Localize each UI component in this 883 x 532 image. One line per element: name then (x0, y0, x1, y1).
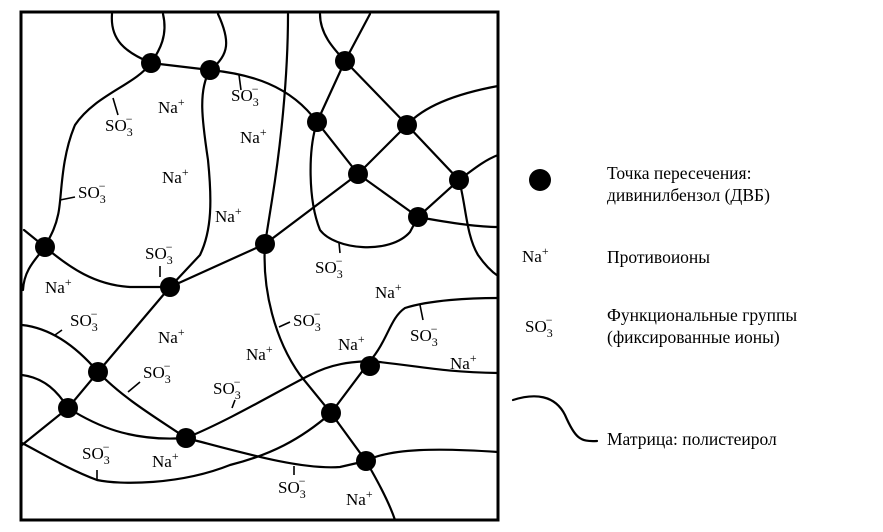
functional-group-bond (238, 74, 242, 91)
polymer-chain (309, 120, 420, 249)
functional-group-label: SO3− (70, 307, 98, 334)
functional-group-bond (59, 196, 76, 201)
polymer-chain (168, 68, 212, 289)
legend-functional-line1: Функциональные группы (607, 305, 798, 325)
legend-crosslink-label: Точка пересечения: дивинилбензол (ДВБ) (607, 162, 770, 206)
legend-functional-symbol: SO3− (525, 313, 553, 340)
counterion-label: Na+ (450, 351, 477, 373)
polymer-chain (263, 12, 397, 522)
counterion-label: Na+ (346, 487, 373, 509)
crosslink-point (397, 115, 417, 135)
crosslink-point (360, 356, 380, 376)
polymer-chain (43, 245, 172, 289)
counterion-label: Na+ (246, 342, 273, 364)
functional-group-label: SO3− (82, 440, 110, 467)
crosslink-point (160, 277, 180, 297)
functional-group-label: SO3− (105, 112, 133, 139)
crosslink-point (200, 60, 220, 80)
legend-crosslink-dot-icon (529, 169, 551, 191)
functional-group-label: SO3− (293, 307, 321, 334)
crosslink-point (335, 51, 355, 71)
counterion-label: Na+ (215, 204, 242, 226)
polymer-chain (368, 359, 500, 375)
polymer-chain (368, 296, 500, 363)
counterion-label: Na+ (158, 95, 185, 117)
counterion-label: Na+ (45, 275, 72, 297)
polymer-chain (457, 178, 500, 278)
legend-crosslink-line2: дивинилбензол (ДВБ) (607, 185, 770, 205)
polymer-chain (343, 59, 409, 127)
counterion-label: Na+ (375, 280, 402, 302)
functional-group-bond (338, 242, 341, 254)
crosslink-points (35, 51, 469, 471)
crosslink-point (321, 403, 341, 423)
functional-group-bond (127, 381, 141, 393)
crosslink-point (408, 207, 428, 227)
ion-labels: Na+Na+Na+Na+Na+Na+Na+Na+Na+Na+Na+Na+SO3−… (45, 82, 477, 509)
functional-group-bond (278, 321, 291, 328)
legend-functional-line2: (фиксированные ионы) (607, 327, 780, 347)
functional-group-bond (112, 97, 119, 116)
polymer-chain (184, 359, 372, 440)
counterion-label: Na+ (158, 325, 185, 347)
functional-group-label: SO3− (278, 474, 306, 501)
legend-functional-label: Функциональные группы (фиксированные ион… (607, 304, 797, 348)
functional-group-bonds (54, 74, 424, 480)
crosslink-point (58, 398, 78, 418)
functional-group-label: SO3− (143, 359, 171, 386)
functional-group-label: SO3− (78, 179, 106, 206)
legend-counterion-label: Противоионы (607, 247, 711, 267)
legend-counterion-symbol: Na+ (522, 244, 549, 266)
functional-group-bond (419, 304, 424, 321)
legend-matrix-chain-icon (511, 395, 599, 443)
crosslink-point (449, 170, 469, 190)
crosslink-point (348, 164, 368, 184)
crosslink-point (141, 53, 161, 73)
polymer-chain (364, 448, 500, 463)
crosslink-point (307, 112, 327, 132)
functional-group-bond (231, 399, 236, 409)
functional-group-label: SO3− (213, 375, 241, 402)
polymer-chain (20, 411, 333, 484)
polymer-chain (208, 68, 319, 124)
polymer-chain (20, 285, 172, 447)
counterion-label: Na+ (338, 332, 365, 354)
polymer-chain (43, 61, 153, 249)
crosslink-point (35, 237, 55, 257)
functional-group-label: SO3− (145, 240, 173, 267)
polymer-chain (184, 436, 368, 469)
polymer-chain (20, 373, 188, 440)
polymer-chain (416, 215, 500, 229)
functional-group-label: SO3− (231, 82, 259, 109)
polymer-chain (405, 84, 500, 127)
functional-group-label: SO3− (410, 322, 438, 349)
counterion-label: Na+ (152, 449, 179, 471)
legend-graphics: Na+ SO3− (511, 169, 599, 443)
crosslink-point (356, 451, 376, 471)
functional-group-bond (54, 329, 63, 336)
counterion-label: Na+ (162, 165, 189, 187)
crosslink-point (255, 234, 275, 254)
crosslink-point (88, 362, 108, 382)
functional-group-label: SO3− (315, 254, 343, 281)
polymer-chain (315, 59, 461, 219)
diagram-frame (19, 10, 500, 522)
legend-matrix-label: Матрица: полистеирол (607, 429, 777, 449)
crosslink-point (176, 428, 196, 448)
counterion-label: Na+ (240, 125, 267, 147)
legend-crosslink-line1: Точка пересечения: (607, 163, 752, 183)
